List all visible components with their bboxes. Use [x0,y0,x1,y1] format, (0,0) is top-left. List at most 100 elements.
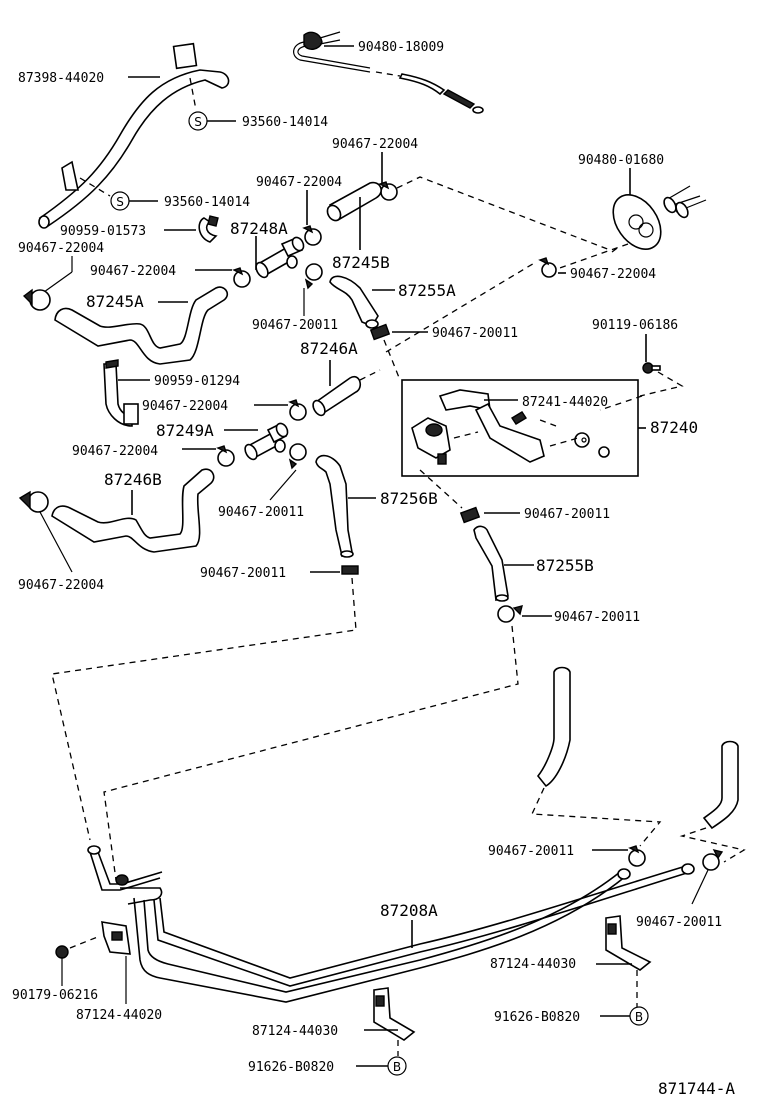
label-87124-44020: 87124-44020 [76,1008,162,1023]
label-90467-20011-e: 90467-20011 [524,507,610,522]
label-90467-20011-g: 90467-20011 [488,844,574,859]
clip-icon [198,215,219,243]
label-90480-01680: 90480-01680 [578,153,664,168]
clamp-icon [459,506,481,524]
s-mark-text: S [194,115,202,129]
clamp-icon [341,565,359,575]
bolt-icon [642,362,661,374]
label-90119-06186: 90119-06186 [592,318,678,333]
clamp-icon [702,848,724,871]
bracket-87124-44020 [101,921,131,955]
label-90467-20011-b: 90467-20011 [432,326,518,341]
figure-code: 871744-A [658,1079,735,1098]
label-87208A: 87208A [380,901,438,920]
hose-87246A [312,375,362,417]
grommet-90480-01680 [612,185,707,250]
clamp-icon [538,257,557,278]
label-90467-20011-f: 90467-20011 [554,610,640,625]
label-90467-22004-g: 90467-22004 [18,578,104,593]
bracket-90959-01294 [103,359,139,427]
leader-dash [531,787,662,847]
hose-right-b [702,740,739,830]
leader [39,511,73,573]
leader-dash [639,371,684,397]
label-90467-22004-f: 90467-22004 [72,444,158,459]
leader [43,271,73,293]
label-87255A: 87255A [398,281,456,300]
label-90467-20011-d: 90467-20011 [200,566,286,581]
label-90467-20011-h: 90467-20011 [636,915,722,930]
label-90467-22004-c: 90467-22004 [90,264,176,279]
heater-pipe-87398 [38,42,230,229]
label-87248A: 87248A [230,219,288,238]
hose-87246B [51,468,215,553]
leader-dash [79,177,111,197]
label-87241-44020: 87241-44020 [522,395,608,410]
clamp-icon [288,443,307,470]
label-87245B: 87245B [332,253,390,272]
leader-dash [396,176,611,251]
clamp-icon [628,845,646,867]
tee-joint-87248A [255,236,305,279]
label-87246B: 87246B [104,470,162,489]
label-87256B: 87256B [380,489,438,508]
wire-90480-18009 [293,31,484,114]
leader [691,869,709,905]
leader-dash [69,935,101,949]
label-87245A: 87245A [86,292,144,311]
leader [269,469,297,501]
hose-87255B [473,525,509,602]
label-90467-22004-d: 90467-22004 [570,267,656,282]
label-93560-14014-a: 93560-14014 [242,115,328,130]
leader-dash [383,261,537,381]
pipe-87208A [87,845,695,1003]
nut-icon [55,945,69,959]
label-90467-22004-left: 90467-22004 [18,241,104,256]
leader-dash [679,827,746,863]
clamp-icon [304,263,323,290]
label-90959-01573: 90959-01573 [60,224,146,239]
leader-dash [419,469,463,509]
clamp-icon [378,181,398,201]
hose-87245A [54,286,229,365]
bracket-87124-44030-right [605,915,652,971]
label-90480-18009: 90480-18009 [358,40,444,55]
label-93560-14014-b: 93560-14014 [164,195,250,210]
label-87124-44030-right: 87124-44030 [490,957,576,972]
label-90467-20011-c: 90467-20011 [218,505,304,520]
clamp-icon [216,445,235,467]
clamp-icon [18,490,49,513]
label-87246A: 87246A [300,339,358,358]
leader-dash [359,369,381,381]
label-87124-44030-center: 87124-44030 [252,1024,338,1039]
b-mark-text: B [393,1060,401,1074]
label-91626-B0820-center: 91626-B0820 [248,1060,334,1075]
clamp-icon [232,267,251,288]
label-87249A: 87249A [156,421,214,440]
hose-right-a [536,666,571,788]
label-90467-20011-a: 90467-20011 [252,318,338,333]
leader-dash [103,625,519,881]
b-mark-text: B [635,1010,643,1024]
bracket-87124-44030-center [373,987,416,1041]
hose-87255A [329,275,379,329]
hose-87256B [315,454,354,558]
clamp-icon [288,399,307,421]
clamp-icon [22,288,51,311]
leader-dash [51,577,357,841]
label-90467-22004-b: 90467-22004 [256,175,342,190]
tee-joint-87249A [244,422,289,461]
label-91626-B0820-right: 91626-B0820 [494,1010,580,1025]
leader-dash [553,243,629,271]
clamp-icon [302,225,322,246]
label-90467-22004-e: 90467-22004 [142,399,228,414]
label-87240: 87240 [650,418,698,437]
leader-dash [189,77,197,111]
clamp-icon [369,323,391,341]
hose-87245B [326,181,382,222]
label-87398-44020: 87398-44020 [18,71,104,86]
clamp-icon [497,605,523,623]
s-mark-text: S [116,195,124,209]
label-87255B: 87255B [536,556,594,575]
